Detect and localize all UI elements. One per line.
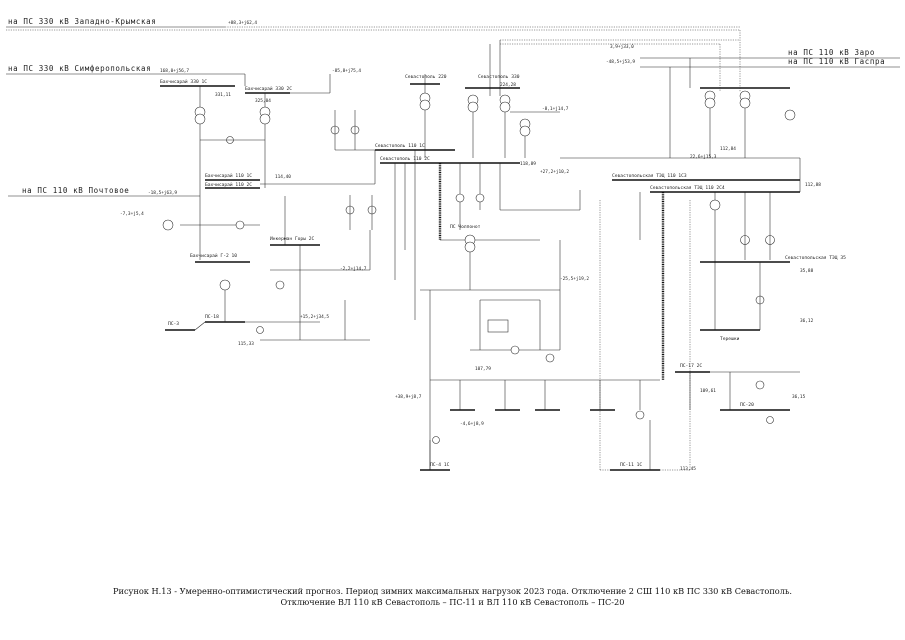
generator-icon xyxy=(709,199,721,211)
flow-label: -8,1+j14,7 xyxy=(542,106,569,112)
flow-label: +27,2+j10,2 xyxy=(540,169,569,175)
flow-label: -48,5+j53,9 xyxy=(606,59,635,65)
bus-label: ПС-17 2С xyxy=(680,363,702,369)
voltage-label: 36,15 xyxy=(792,394,806,400)
transformer-icon xyxy=(464,241,476,253)
bus-label: ПС-11 1С xyxy=(620,462,642,468)
load-icon xyxy=(766,416,774,424)
transformer-icon xyxy=(519,125,531,137)
transformer-icon xyxy=(635,410,645,420)
voltage-label: 112,88 xyxy=(805,182,821,188)
bus-label: ПС-4 1С xyxy=(430,462,450,468)
bus-label: Бахчисарай 110 2С xyxy=(205,182,252,188)
transformer-icon xyxy=(194,113,206,125)
external-link-simferopol: на ПС 330 кВ Симферопольская xyxy=(8,64,151,73)
generator-icon xyxy=(219,279,231,291)
bus-label: ПС-3 xyxy=(168,321,179,327)
load-icon xyxy=(256,326,264,334)
bus-label: ПС-18 xyxy=(205,314,219,320)
external-link-gaspra: на ПС 110 кВ Гаспра xyxy=(788,57,885,66)
transformer-icon xyxy=(455,193,465,203)
voltage-label: 224,28 xyxy=(500,82,516,88)
voltage-label: 107,79 xyxy=(475,366,491,372)
external-link-pochtovoe: на ПС 110 кВ Почтовое xyxy=(22,186,129,195)
bus-label: Севастопольская ТЭЦ 35 xyxy=(785,255,846,261)
voltage-label: 112,84 xyxy=(720,146,736,152)
flow-label: 22,6+j15,3 xyxy=(690,154,717,160)
bus-label: Терешки xyxy=(720,336,740,342)
voltage-label: 114,40 xyxy=(275,174,291,180)
transformer-icon xyxy=(784,109,796,121)
transformer-icon xyxy=(475,193,485,203)
substation-label: ПС Чолпонот xyxy=(450,224,481,230)
bus-label: Севастопольская ТЭЦ 110 2С4 xyxy=(650,185,725,191)
flow-label: 168,0+j56,7 xyxy=(160,68,189,74)
bus-label: Севастопольская ТЭЦ 110 1С3 xyxy=(612,173,687,179)
flow-label: +38,9+j8,7 xyxy=(395,394,422,400)
flow-label: -7,3+j5,4 xyxy=(120,211,144,217)
voltage-label: 109,61 xyxy=(700,388,716,394)
substation-label: Севастополь 220 xyxy=(405,74,447,80)
bus-label: Севастополь 110 2С xyxy=(380,156,430,162)
transformer-icon xyxy=(419,99,431,111)
voltage-label: 118,89 xyxy=(520,161,536,167)
voltage-label: 113,45 xyxy=(680,466,696,472)
voltage-label: 36,12 xyxy=(800,318,814,324)
caption-line-2: Отключение ВЛ 110 кВ Севастополь – ПС-11… xyxy=(280,597,625,607)
caption-line-1: Рисунок Н.13 - Умеренно-оптимистический … xyxy=(113,586,792,596)
transformer-icon xyxy=(275,280,285,290)
voltage-label: 325,04 xyxy=(255,98,271,104)
single-line-diagram: на ПС 330 кВ Западно-Крымская +88,3+j62,… xyxy=(6,17,900,472)
flow-label: -25,5+j19,2 xyxy=(560,276,589,282)
transformer-icon xyxy=(259,113,271,125)
bus-label: ПС-20 xyxy=(740,402,754,408)
transformer-icon xyxy=(235,220,245,230)
transformer-icon xyxy=(467,101,479,113)
transformer-icon xyxy=(510,345,520,355)
bus-label: Инкерман Горы 2С xyxy=(270,236,314,242)
voltage-label: 331,11 xyxy=(215,92,231,98)
figure-caption: Рисунок Н.13 - Умеренно-оптимистический … xyxy=(0,586,905,608)
flow-label: 3,9+j33,0 xyxy=(610,44,634,50)
bus-label: Бахчисарай Г-2 10 xyxy=(190,253,237,259)
voltage-label: 35,88 xyxy=(800,268,814,274)
transformer-icon xyxy=(545,353,555,363)
reactor-icon xyxy=(487,319,509,333)
transformer-icon xyxy=(704,97,716,109)
flow-label: -2,2+j14,7 xyxy=(340,266,367,272)
flow-label: +88,3+j62,4 xyxy=(228,20,257,26)
transformer-icon xyxy=(739,97,751,109)
voltage-label: 115,33 xyxy=(238,341,254,347)
flow-label: +15,2+j34,5 xyxy=(300,314,329,320)
flow-label: -85,8+j75,4 xyxy=(332,68,361,74)
flow-label: -4,6+j8,9 xyxy=(460,421,484,427)
transformer-icon xyxy=(755,380,765,390)
load-icon xyxy=(432,436,440,444)
external-link-west-crimea: на ПС 330 кВ Западно-Крымская xyxy=(8,17,156,26)
bus-label: Бахчисарай 110 1С xyxy=(205,173,252,179)
flow-label: -18,5+j63,9 xyxy=(148,190,177,196)
bus-label: Бахчисарай 330 2С xyxy=(245,86,292,92)
generator-icon xyxy=(162,219,174,231)
bus-label: Бахчисарай 330 1С xyxy=(160,79,207,85)
bus-label: Севастополь 110 1С xyxy=(375,143,425,149)
transformer-icon xyxy=(499,101,511,113)
external-link-zaro: на ПС 110 кВ Заро xyxy=(788,48,875,57)
substation-label: Севастополь 330 xyxy=(478,74,520,80)
